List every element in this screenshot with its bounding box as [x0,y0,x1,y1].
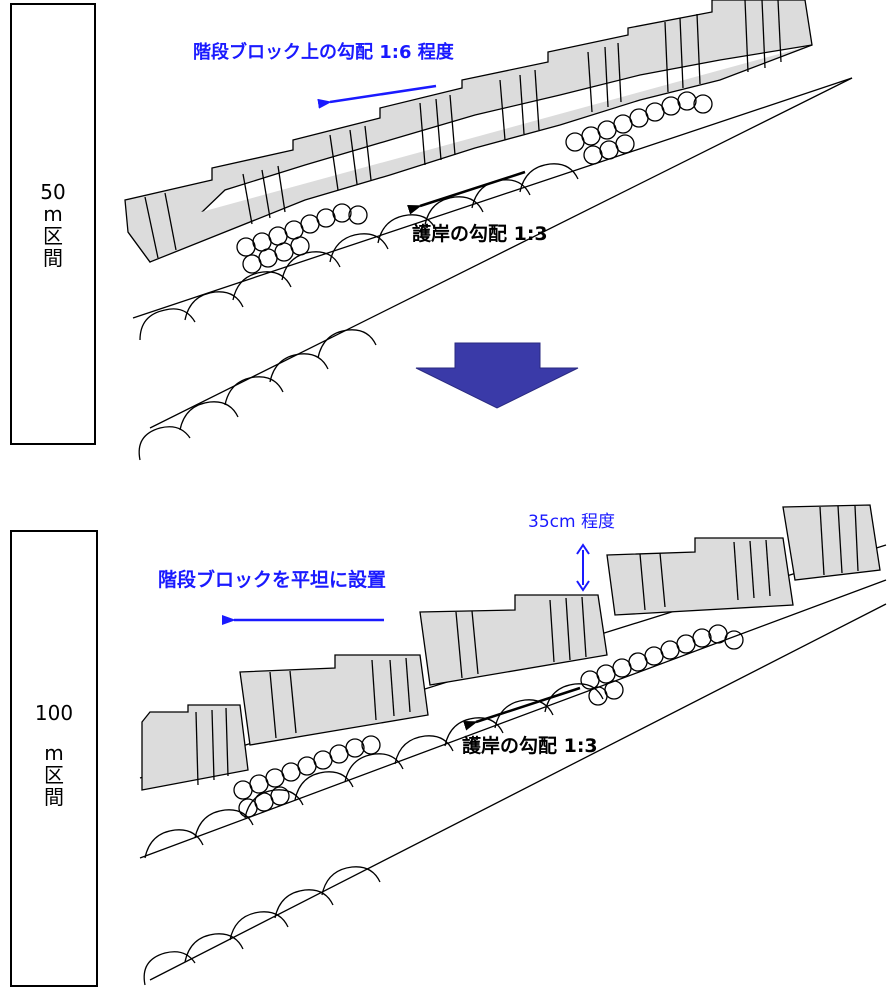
top-diagram [124,0,853,461]
bank-slope-arrow [407,170,526,215]
down-arrow-icon [415,342,579,409]
block-slope-arrow [317,84,437,109]
bank-slope-line [132,77,853,319]
bank-slope-label: 護岸の勾配 1:3 [462,734,598,757]
stone-cluster [233,735,381,818]
section-unit-char: 区 [44,763,64,787]
height-label: 35cm 程度 [528,512,615,532]
stone-cluster [565,91,713,165]
bank-slope-line [139,579,887,859]
cobble-scallops [138,163,579,461]
section-unit-char: m [43,202,63,226]
section-label-50m: 50 m 区 間 [12,181,94,269]
block-slope-label: 階段ブロック上の勾配 1:6 程度 [193,41,455,63]
section-length-number: 100 [34,701,74,725]
block-joint-lines [195,505,859,786]
stepped-block-row [127,44,813,263]
bank-slope-arrow [463,686,581,731]
bottom-diagram [139,504,887,986]
section-label-box-50m: 50 m 区 間 [10,3,96,445]
block-flat-label: 階段ブロックを平坦に設置 [158,568,386,591]
bank-slope-label: 護岸の勾配 1:3 [412,222,548,245]
bank-slope-line [149,77,853,429]
stone-cluster [580,624,744,706]
section-label-box-100m: 100 m 区 間 [10,530,98,987]
section-unit-char: m [44,741,64,765]
block-joint-lines [144,0,782,259]
stone-cluster [236,203,368,274]
section-length-number: 50 [40,180,66,204]
section-unit-char: 間 [43,246,63,270]
bank-slope-line [149,603,887,981]
section-unit-char: 間 [44,785,64,809]
section-unit-char: 区 [43,224,63,248]
height-dimension-arrow [576,543,590,592]
section-label-100m: 100 m 区 間 [12,702,96,808]
